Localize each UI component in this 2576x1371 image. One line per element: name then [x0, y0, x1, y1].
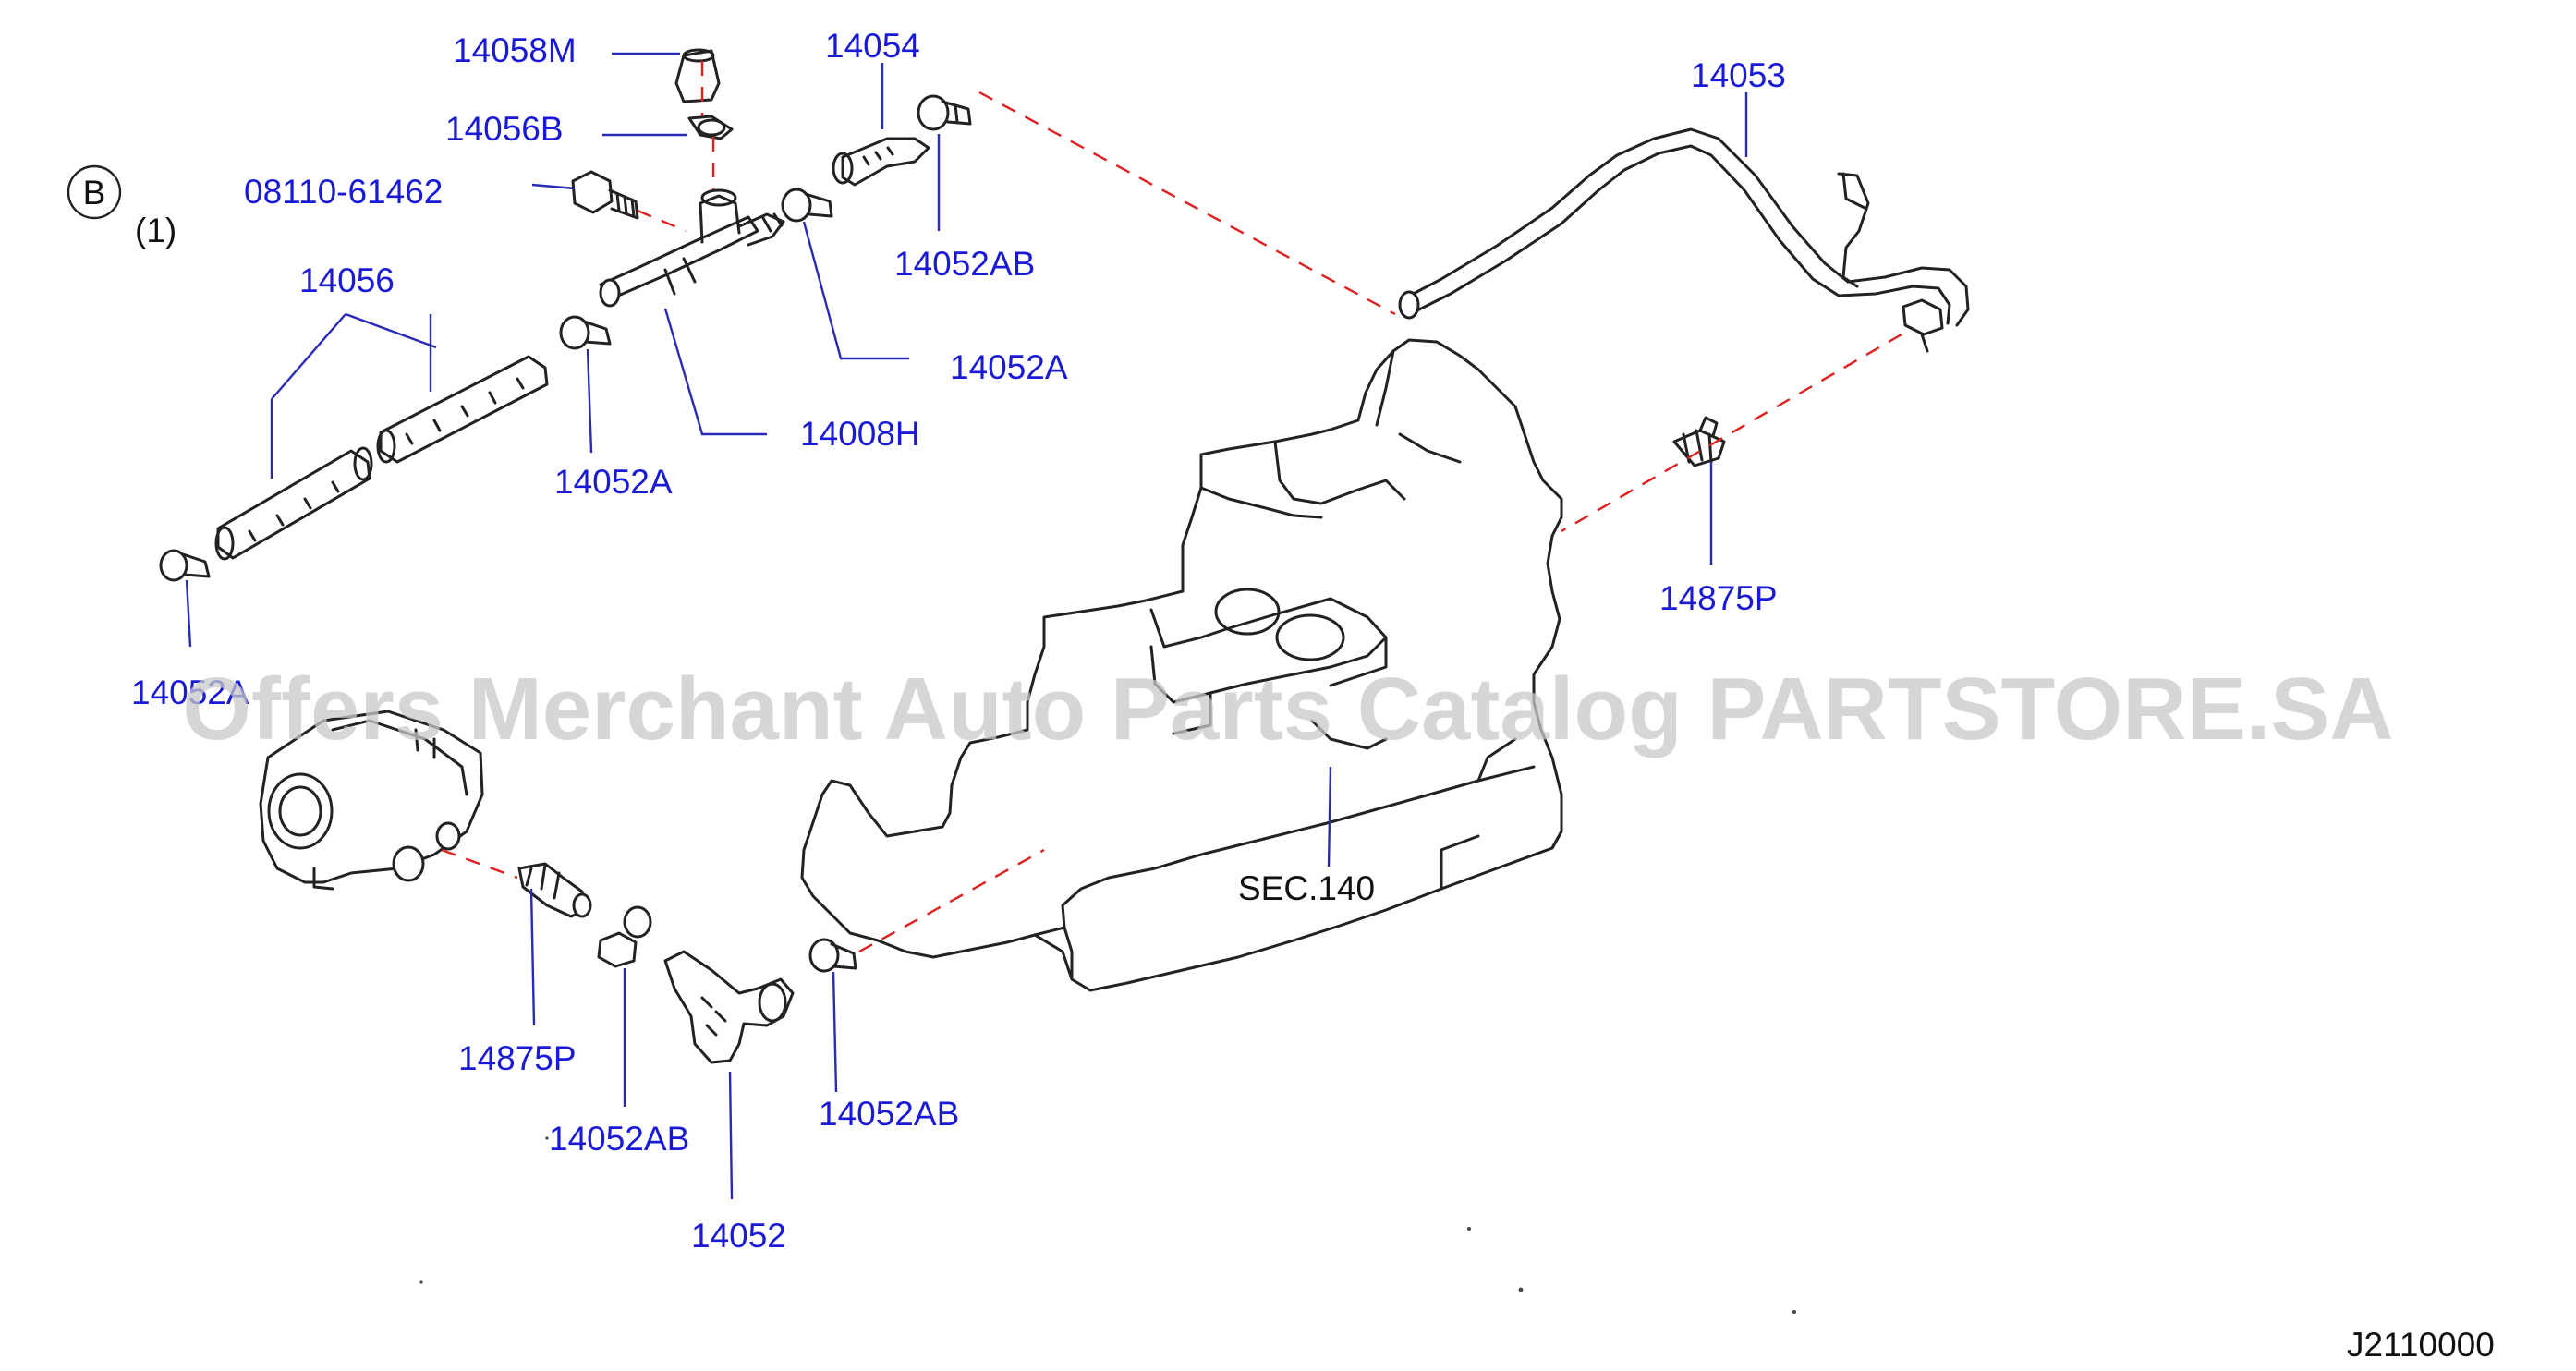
water-tube-14053 [1398, 127, 1970, 353]
label-14056B[interactable]: 14056B [445, 110, 564, 148]
clamp-14052A-right-drawing [781, 188, 833, 223]
print-dots [419, 1136, 1796, 1314]
label-14052A-right[interactable]: 14052A [950, 348, 1068, 386]
clamp-14052AB-bottom-right-drawing [808, 938, 857, 973]
intake-manifold-drawing [800, 338, 1563, 992]
tee-pipe-14008H-drawing [599, 188, 785, 308]
sensor-14875P-bottom-drawing [517, 862, 592, 918]
clamp-14052A-left-drawing [159, 549, 211, 582]
qualifier-text: (1) [135, 212, 176, 249]
clamp-14052AB-top-drawing [917, 94, 972, 131]
label-14875P-bottom[interactable]: 14875P [458, 1039, 577, 1077]
diagram-code: J2110000 [2347, 1326, 2495, 1364]
callout-labels: 14058M 14054 14053 14056B 08110-61462 14… [131, 27, 1786, 1255]
clamp-14052AB-bottom-left-drawing [597, 905, 652, 968]
watermark-text: Offers Merchant Auto Parts Catalog PARTS… [182, 660, 2393, 758]
label-14052AB-bottom-right[interactable]: 14052AB [819, 1095, 959, 1133]
label-08110-61462[interactable]: 08110-61462 [244, 173, 443, 211]
label-14052A-mid[interactable]: 14052A [554, 463, 673, 501]
leader-lines [185, 52, 1748, 1200]
label-14058M[interactable]: 14058M [453, 31, 577, 69]
label-14052A-left[interactable]: 14052A [131, 673, 249, 711]
label-14056[interactable]: 14056 [299, 261, 395, 299]
bolt-08110-61462-drawing [571, 170, 639, 220]
label-sec-140[interactable]: SEC.140 [1238, 869, 1375, 907]
label-14054[interactable]: 14054 [825, 27, 920, 65]
label-14052AB-top[interactable]: 14052AB [894, 245, 1035, 283]
label-14052AB-bottom-left[interactable]: 14052AB [549, 1120, 689, 1158]
hose-14054-drawing [832, 137, 930, 187]
label-14052[interactable]: 14052 [691, 1217, 786, 1255]
ref-marker-letter: B [83, 174, 106, 212]
clamp-14052A-mid-drawing [559, 315, 612, 350]
clip-14056B-drawing [687, 115, 734, 140]
dashed-connectors [441, 61, 1902, 953]
label-14053[interactable]: 14053 [1691, 56, 1786, 94]
label-14008H[interactable]: 14008H [800, 415, 920, 453]
hose-14052-drawing [663, 950, 795, 1064]
cap-14058M-drawing [674, 48, 721, 103]
thermostat-housing-drawing [259, 710, 484, 891]
ref-marker-circle [67, 164, 122, 220]
label-14875P-right[interactable]: 14875P [1659, 579, 1778, 617]
hose-14056-drawing [214, 355, 549, 561]
reference-marker: B (1) [67, 164, 176, 249]
sensor-14875P-right-drawing [1672, 416, 1726, 467]
